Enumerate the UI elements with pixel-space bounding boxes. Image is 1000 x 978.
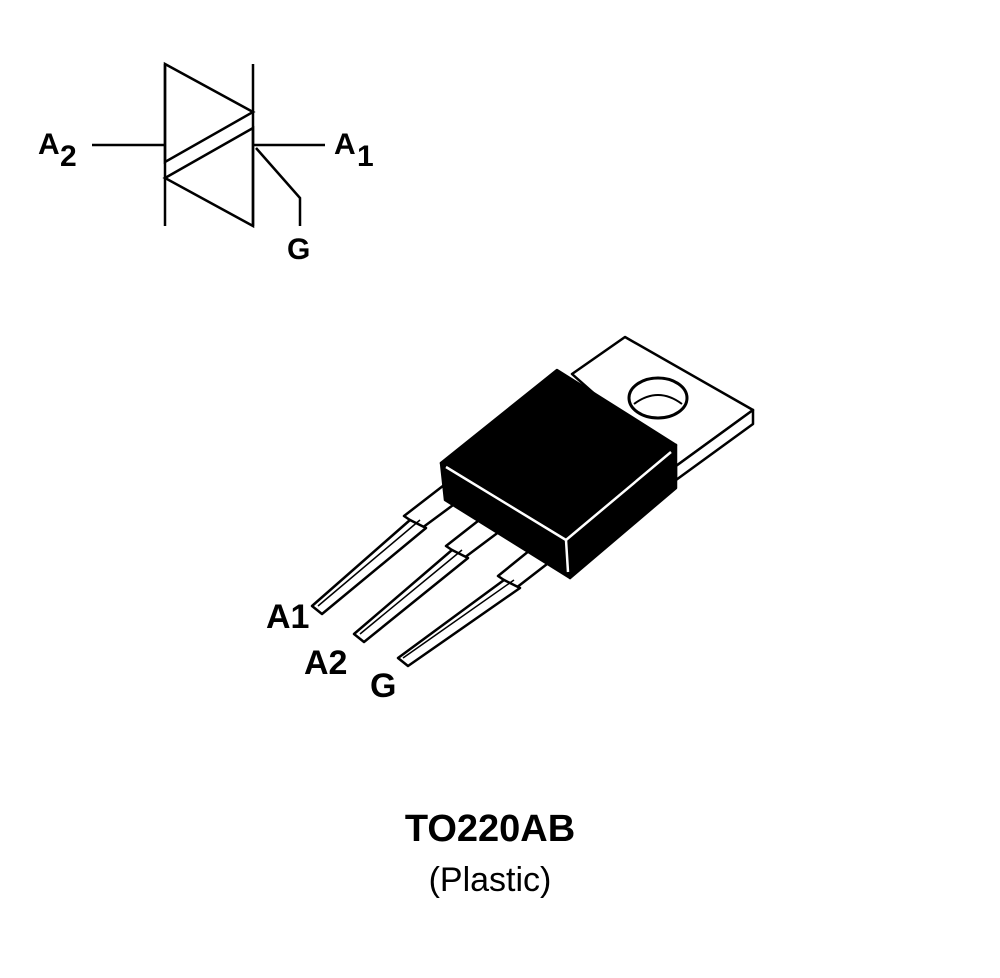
symbol-label-a2: A 2 bbox=[38, 128, 77, 173]
pin-g-leg bbox=[396, 578, 522, 668]
pin-a1-highlight bbox=[317, 519, 421, 607]
svg-text:2: 2 bbox=[60, 140, 77, 173]
pin-a2-leg bbox=[352, 548, 470, 644]
plastic-body bbox=[439, 368, 678, 580]
pin-a2-highlight bbox=[359, 549, 463, 635]
pin-label-g: G bbox=[370, 667, 396, 705]
symbol-label-gate: G bbox=[287, 233, 310, 266]
package-material: (Plastic) bbox=[428, 861, 552, 899]
symbol-upper-triangle bbox=[163, 61, 256, 165]
mounting-hole bbox=[627, 376, 689, 420]
svg-text:1: 1 bbox=[357, 140, 374, 173]
body-corner-highlight bbox=[564, 539, 570, 573]
mounting-tab bbox=[570, 335, 755, 482]
package-illustration bbox=[310, 335, 755, 668]
pin-a1-leg bbox=[310, 518, 428, 616]
svg-text:A: A bbox=[38, 128, 60, 161]
symbol-label-a1: A 1 bbox=[334, 128, 374, 173]
pin-a1 bbox=[310, 480, 470, 616]
triac-symbol bbox=[92, 61, 325, 229]
mounting-hole-inner bbox=[633, 394, 683, 405]
symbol-lower-triangle bbox=[162, 125, 255, 229]
pin-g-highlight bbox=[402, 579, 515, 659]
pin-g bbox=[396, 540, 562, 668]
symbol-gate-lead bbox=[255, 147, 302, 226]
pin-label-a1: A1 bbox=[266, 598, 309, 636]
package-name: TO220AB bbox=[404, 808, 576, 850]
pin-a2 bbox=[352, 508, 514, 644]
pin-label-a2: A2 bbox=[304, 644, 347, 682]
svg-text:A: A bbox=[334, 128, 356, 161]
